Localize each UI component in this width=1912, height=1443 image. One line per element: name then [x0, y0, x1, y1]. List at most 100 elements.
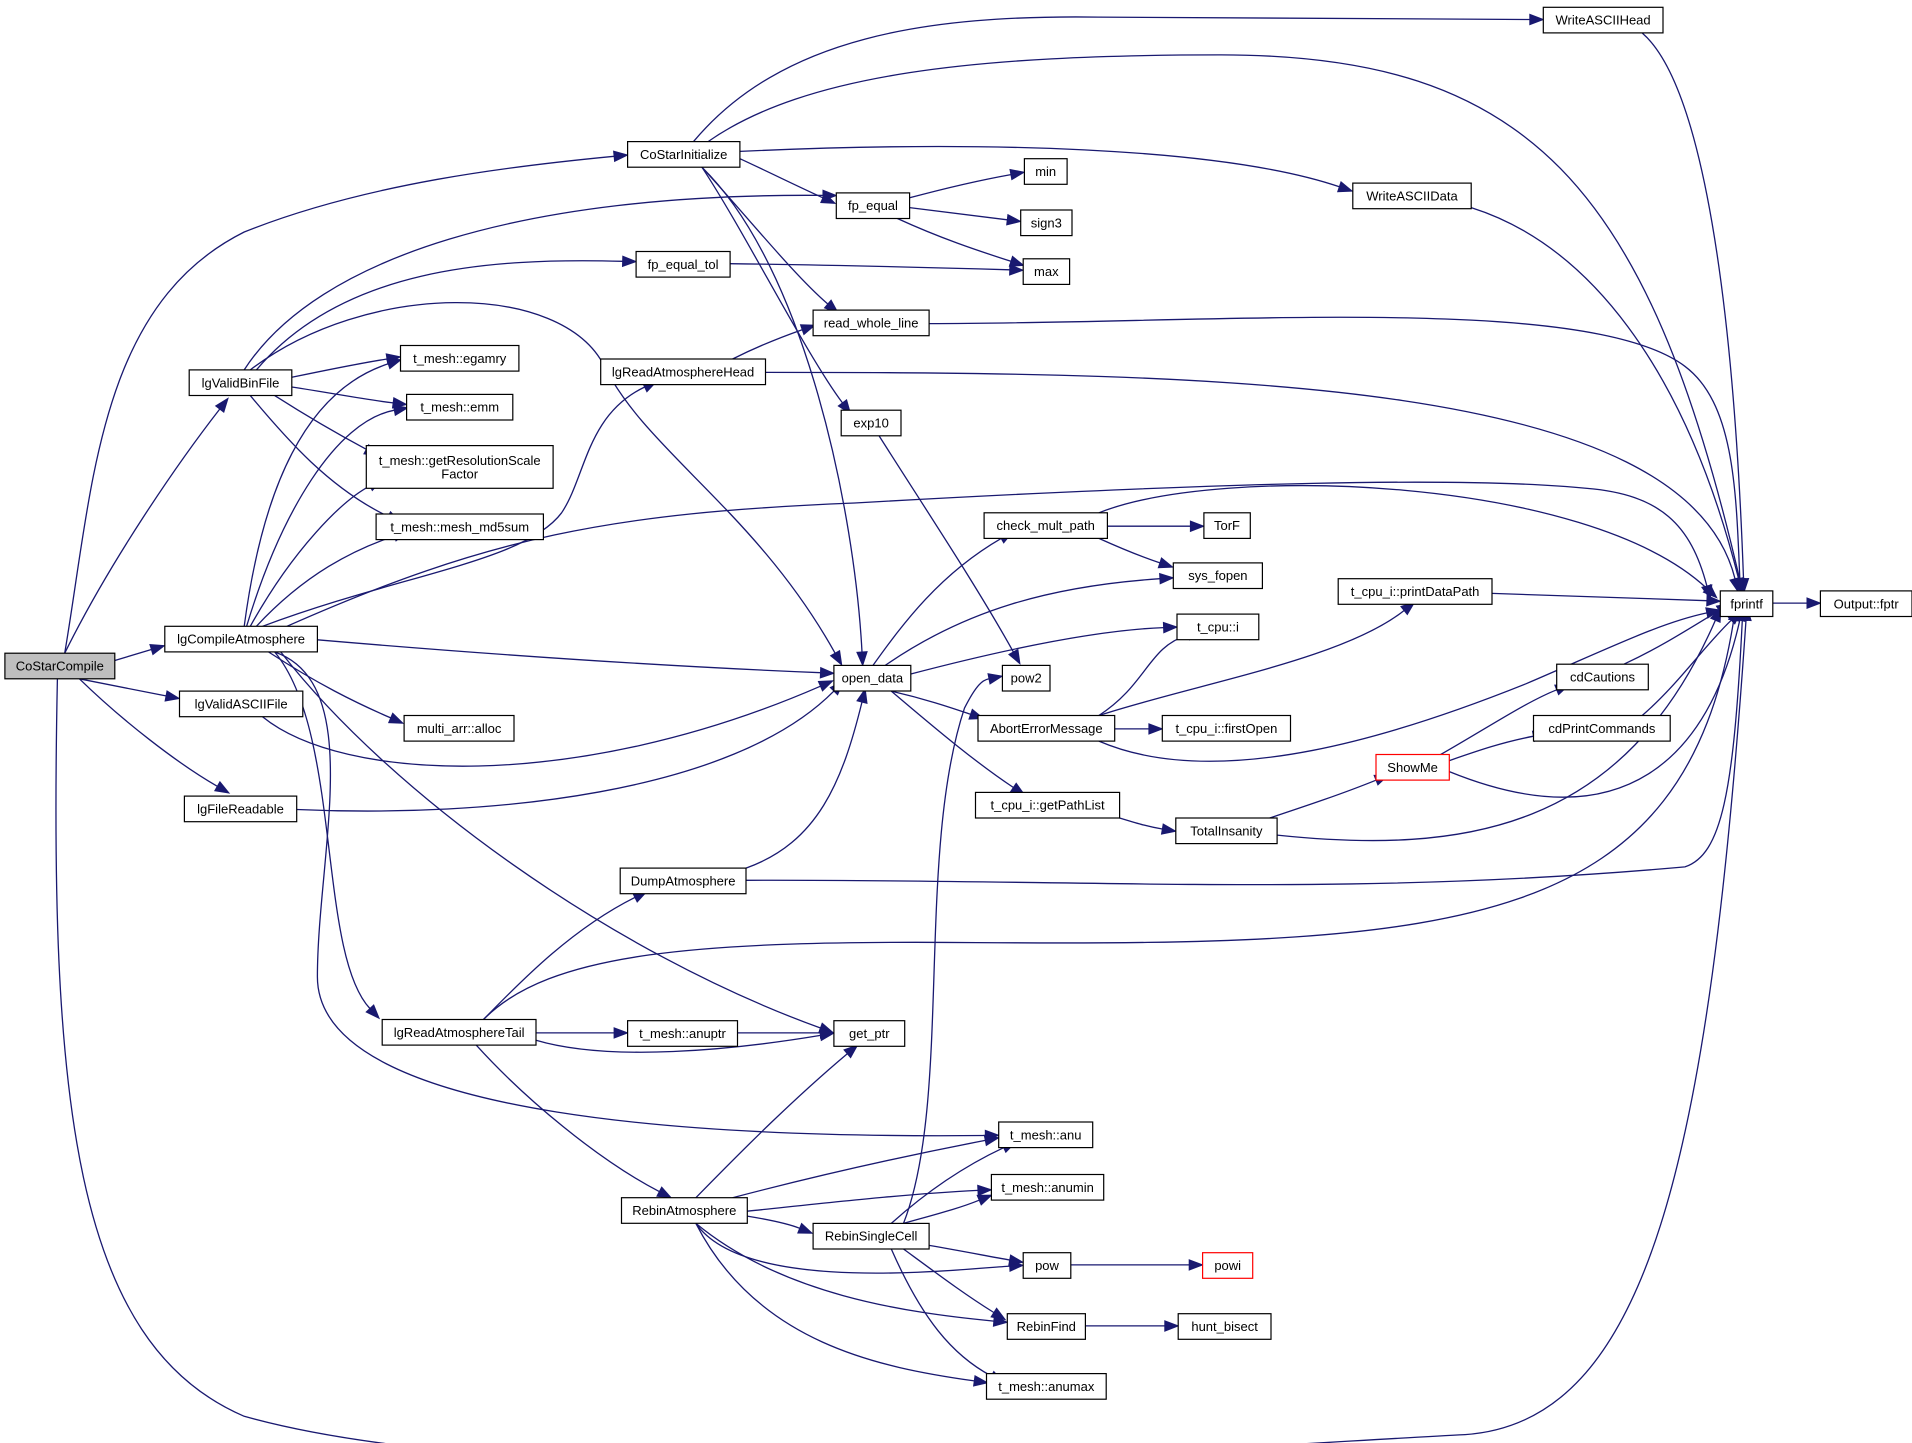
- node-rebinfind[interactable]: RebinFind: [1006, 1313, 1086, 1340]
- node-box[interactable]: [1337, 578, 1493, 605]
- node-box[interactable]: [812, 309, 930, 337]
- node-box[interactable]: [1022, 1252, 1072, 1279]
- node-box[interactable]: [381, 1018, 537, 1046]
- node-min[interactable]: min: [1023, 158, 1068, 185]
- node-writeasciidata[interactable]: WriteASCIIData: [1352, 182, 1472, 210]
- node-box[interactable]: [619, 867, 747, 895]
- node-get_ptr[interactable]: get_ptr: [833, 1020, 906, 1047]
- node-box[interactable]: [983, 512, 1108, 539]
- node-fprintf[interactable]: fprintf: [1719, 590, 1774, 618]
- node-dumpatmosphere[interactable]: DumpAtmosphere: [619, 867, 747, 895]
- node-tmesh_egamry[interactable]: t_mesh::egamry: [399, 344, 520, 372]
- node-rebinatmosphere[interactable]: RebinAtmosphere: [620, 1197, 748, 1224]
- node-read_whole_line[interactable]: read_whole_line: [812, 309, 930, 337]
- node-tmesh_anumax[interactable]: t_mesh::anumax: [985, 1372, 1107, 1400]
- node-box[interactable]: [635, 250, 731, 278]
- node-box[interactable]: [1172, 562, 1264, 590]
- node-box[interactable]: [626, 141, 741, 168]
- node-lgcompileatmosphere[interactable]: lgCompileAtmosphere: [164, 625, 319, 653]
- node-fp_equal[interactable]: fp_equal: [835, 192, 911, 220]
- node-costarcompile[interactable]: CoStarCompile: [4, 652, 116, 680]
- node-box[interactable]: [1201, 1252, 1254, 1279]
- node-box[interactable]: [164, 625, 319, 653]
- node-tmesh_anu[interactable]: t_mesh::anu: [998, 1121, 1094, 1149]
- node-box[interactable]: [403, 714, 515, 742]
- node-aborterrormessage[interactable]: AbortErrorMessage: [977, 714, 1116, 742]
- node-showme[interactable]: ShowMe: [1375, 753, 1450, 781]
- node-box[interactable]: [812, 1222, 930, 1250]
- node-check_mult_path[interactable]: check_mult_path: [983, 512, 1108, 539]
- node-box[interactable]: [1006, 1313, 1086, 1340]
- node-totalinsanity[interactable]: TotalInsanity: [1175, 817, 1278, 845]
- node-box[interactable]: [1023, 158, 1068, 185]
- node-cdprintcommands[interactable]: cdPrintCommands: [1532, 714, 1671, 742]
- node-max[interactable]: max: [1022, 258, 1071, 285]
- node-box[interactable]: [183, 795, 298, 823]
- node-box[interactable]: [990, 1173, 1105, 1201]
- node-box[interactable]: [4, 652, 116, 680]
- node-box[interactable]: [1001, 664, 1051, 692]
- node-lgvalidasciifile[interactable]: lgValidASCIIFile: [178, 690, 304, 718]
- node-box[interactable]: [399, 344, 520, 372]
- node-lgreadatmhead[interactable]: lgReadAtmosphereHead: [600, 358, 767, 386]
- node-box[interactable]: [1542, 6, 1664, 34]
- node-box[interactable]: [974, 791, 1121, 819]
- node-box[interactable]: [1556, 663, 1649, 691]
- node-box[interactable]: [626, 1020, 739, 1047]
- node-torf[interactable]: TorF: [1203, 512, 1251, 539]
- node-box[interactable]: [1161, 714, 1292, 742]
- node-costarinitialize[interactable]: CoStarInitialize: [626, 141, 741, 168]
- node-powi[interactable]: powi: [1201, 1252, 1254, 1279]
- node-box[interactable]: [833, 1020, 906, 1047]
- node-tmesh_anuptr[interactable]: t_mesh::anuptr: [626, 1020, 739, 1047]
- node-output_fptr[interactable]: Output::fptr: [1819, 590, 1912, 618]
- node-tmesh_emm[interactable]: t_mesh::emm: [406, 393, 514, 421]
- node-box[interactable]: [1532, 714, 1671, 742]
- node-box[interactable]: [1819, 590, 1912, 618]
- node-box[interactable]: [375, 513, 545, 541]
- node-box[interactable]: [840, 409, 902, 437]
- node-box[interactable]: [1203, 512, 1251, 539]
- node-tcpui_firstopen[interactable]: t_cpu_i::firstOpen: [1161, 714, 1292, 742]
- node-box[interactable]: [188, 369, 293, 397]
- node-multiarr_alloc[interactable]: multi_arr::alloc: [403, 714, 515, 742]
- node-cdcautions[interactable]: cdCautions: [1556, 663, 1649, 691]
- node-box[interactable]: [600, 358, 767, 386]
- node-box[interactable]: [1352, 182, 1472, 210]
- node-box[interactable]: [833, 664, 912, 692]
- node-tcpui_getpathlist[interactable]: t_cpu_i::getPathList: [974, 791, 1121, 819]
- node-box[interactable]: [406, 393, 514, 421]
- node-writeasciihead[interactable]: WriteASCIIHead: [1542, 6, 1664, 34]
- node-tcpui_printdatapath[interactable]: t_cpu_i::printDataPath: [1337, 578, 1493, 605]
- node-lgreadatmtail[interactable]: lgReadAtmosphereTail: [381, 1018, 537, 1046]
- node-lgfilereadable[interactable]: lgFileReadable: [183, 795, 298, 823]
- node-box[interactable]: [835, 192, 911, 220]
- node-box[interactable]: [1375, 753, 1450, 781]
- node-box[interactable]: [365, 445, 554, 489]
- node-tmesh_anumin[interactable]: t_mesh::anumin: [990, 1173, 1105, 1201]
- node-fp_equal_tol[interactable]: fp_equal_tol: [635, 250, 731, 278]
- node-tmesh_md5[interactable]: t_mesh::mesh_md5sum: [375, 513, 545, 541]
- node-rebinsinglecell[interactable]: RebinSingleCell: [812, 1222, 930, 1250]
- node-pow2[interactable]: pow2: [1001, 664, 1051, 692]
- node-pow[interactable]: pow: [1022, 1252, 1072, 1279]
- node-box[interactable]: [977, 714, 1116, 742]
- node-box[interactable]: [1719, 590, 1774, 618]
- node-box[interactable]: [1177, 1313, 1272, 1340]
- node-box[interactable]: [998, 1121, 1094, 1149]
- node-open_data[interactable]: open_data: [833, 664, 912, 692]
- node-box[interactable]: [620, 1197, 748, 1224]
- node-sys_fopen[interactable]: sys_fopen: [1172, 562, 1264, 590]
- node-box[interactable]: [1175, 817, 1278, 845]
- node-lgvalidbinfile[interactable]: lgValidBinFile: [188, 369, 293, 397]
- node-tcpu_i[interactable]: t_cpu::i: [1176, 613, 1260, 641]
- node-exp10[interactable]: exp10: [840, 409, 902, 437]
- node-hunt_bisect[interactable]: hunt_bisect: [1177, 1313, 1272, 1340]
- node-box[interactable]: [985, 1372, 1107, 1400]
- node-box[interactable]: [1020, 209, 1073, 237]
- node-box[interactable]: [178, 690, 304, 718]
- node-sign3[interactable]: sign3: [1020, 209, 1073, 237]
- node-box[interactable]: [1022, 258, 1071, 285]
- node-box[interactable]: [1176, 613, 1260, 641]
